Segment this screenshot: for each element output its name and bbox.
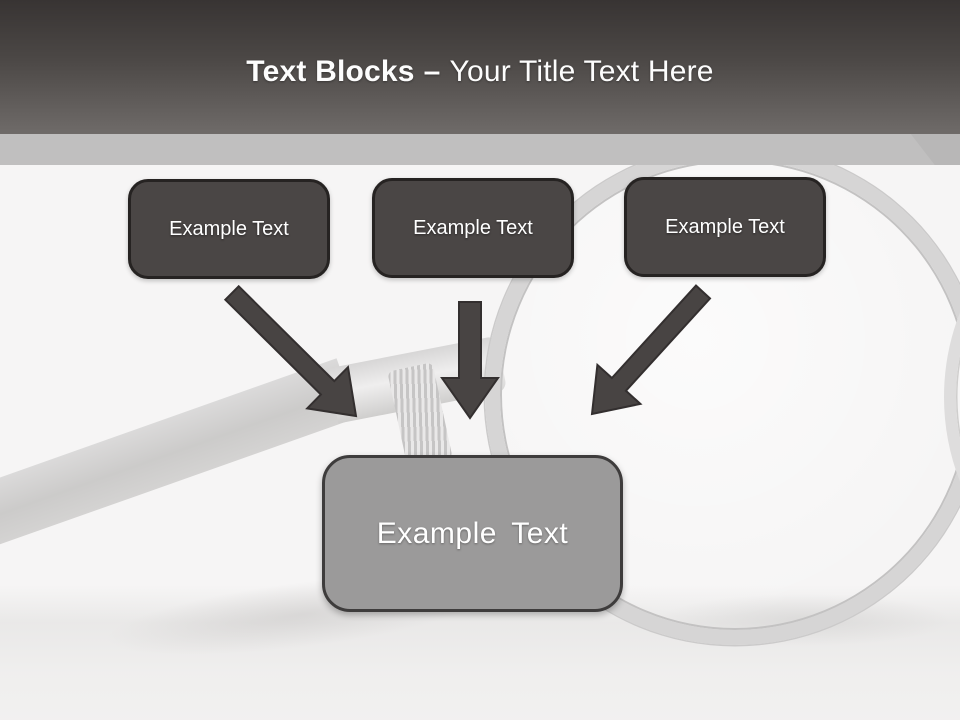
center-text-block-label: Example Text bbox=[376, 516, 569, 550]
text-block-1-label: Example Text bbox=[169, 217, 289, 240]
text-block-2-label: Example Text bbox=[413, 216, 533, 239]
text-block-3: Example Text bbox=[624, 177, 826, 277]
header-band: Text Blocks–Your Title Text Here bbox=[0, 0, 960, 134]
title-separator: – bbox=[423, 55, 441, 88]
header-substrip bbox=[0, 134, 960, 165]
text-block-2: Example Text bbox=[372, 178, 574, 278]
magnifier-lens-edge-right bbox=[944, 165, 960, 629]
center-text-block: Example Text bbox=[322, 455, 623, 612]
text-block-3-label: Example Text bbox=[665, 215, 785, 238]
slide-title: Text Blocks–Your Title Text Here bbox=[246, 55, 713, 89]
substrip-photo-arc bbox=[910, 134, 960, 165]
title-regular: Your Title Text Here bbox=[449, 55, 714, 88]
title-bold: Text Blocks bbox=[246, 55, 415, 88]
text-block-1: Example Text bbox=[128, 179, 330, 279]
magnifier-handle bbox=[0, 358, 358, 552]
